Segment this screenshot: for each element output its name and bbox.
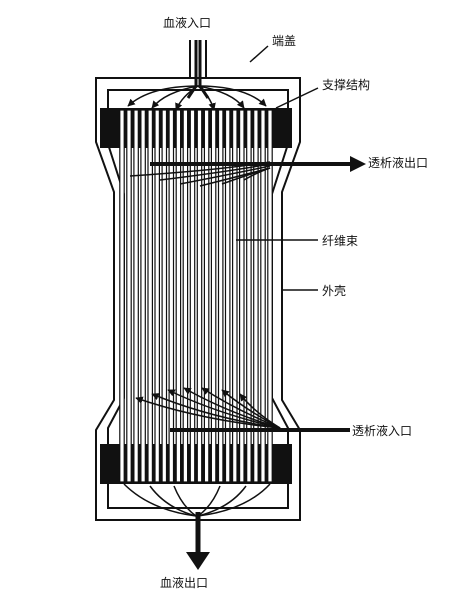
hollow-fiber: [217, 109, 224, 483]
end-cap-label: 端盖: [272, 34, 297, 48]
outer-shell-label: 外壳: [322, 284, 347, 298]
fiber-bundle-label: 纤维束: [322, 234, 359, 248]
blood-outlet-label: 血液出口: [160, 576, 209, 590]
hollow-fiber: [224, 109, 231, 483]
hollow-fiber: [203, 109, 210, 483]
hollow-fiber: [140, 109, 146, 483]
dialysate-inlet-flow: [135, 387, 281, 429]
support-structure-label: 支撑结构: [322, 78, 371, 92]
blood-inlet-flow: [127, 85, 267, 111]
blood-outlet-flow: [123, 483, 271, 517]
hollow-fiber: [189, 109, 196, 483]
hollow-fiber: [147, 109, 154, 483]
hollow-fiber: [161, 109, 168, 483]
hollow-fiber: [119, 109, 125, 483]
hollow-fiber: [246, 109, 252, 483]
support-pointer: [275, 87, 319, 109]
hollow-fiber: [168, 109, 175, 483]
hollow-fiber: [253, 109, 259, 483]
top-support-block: [100, 108, 292, 148]
outer-shell-wall: [95, 77, 301, 521]
end-cap-pointer: [249, 45, 269, 63]
hollow-fiber: [126, 109, 132, 483]
fiber-bundle: [119, 109, 273, 483]
bottom-support-block: [100, 444, 292, 484]
dialysate-outlet-label: 透析液出口: [368, 156, 429, 170]
hollow-fiber: [154, 109, 161, 483]
blood-inlet-label: 血液入口: [163, 16, 212, 30]
hollow-fiber: [232, 109, 238, 483]
hollow-fiber: [133, 109, 139, 483]
hollow-fiber: [260, 109, 266, 483]
dialysate-inlet-label: 透析液入口: [352, 424, 413, 438]
hollow-fiber: [239, 109, 245, 483]
blood-inlet-pipe: [189, 40, 207, 78]
hollow-fiber: [182, 109, 189, 483]
hollow-fiber: [196, 109, 203, 483]
hollow-fiber: [267, 109, 273, 483]
